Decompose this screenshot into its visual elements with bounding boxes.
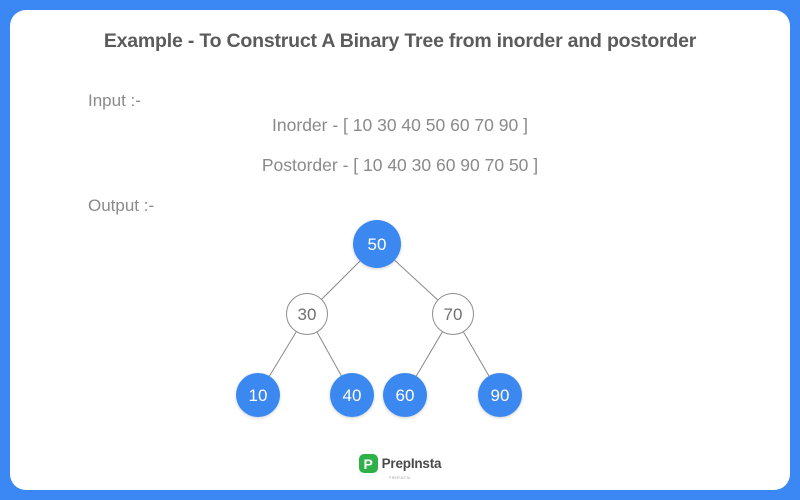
tree-edge: [268, 331, 297, 377]
prepinsta-logo-icon: P: [358, 454, 378, 473]
tree-edge: [321, 260, 361, 300]
tree-edge: [463, 331, 490, 377]
tree-node-90: 90: [478, 373, 522, 417]
tree-node-70: 70: [432, 293, 474, 335]
tree-node-label: 60: [395, 385, 415, 405]
tree-node-label: 40: [342, 385, 362, 405]
tree-edge: [394, 259, 438, 301]
tree-edge: [316, 332, 342, 377]
tree-node-30: 30: [286, 293, 328, 335]
tree-node-label: 90: [490, 385, 510, 405]
page-title: Example - To Construct A Binary Tree fro…: [103, 30, 697, 52]
prepinsta-logo-text: PrepInsta: [381, 456, 442, 471]
tree-edges: [268, 259, 490, 377]
output-label: Output :-: [88, 196, 155, 215]
prepinsta-logo: P PrepInsta: [10, 454, 790, 473]
prepinsta-logo-subtext: PREPINSTA: [389, 476, 411, 480]
tree-edge: [415, 331, 443, 377]
tree-node-60: 60: [383, 373, 427, 417]
inorder-sequence: Inorder - [ 10 30 40 50 60 70 90 ]: [272, 115, 528, 135]
tree-node-label: 10: [248, 385, 268, 405]
tree-node-10: 10: [236, 373, 280, 417]
binary-tree-diagram: 50 30 70 10 40 60 90: [10, 10, 790, 490]
logo-p-glyph: P: [363, 455, 373, 472]
tree-node-label: 30: [297, 304, 317, 324]
tree-node-50: 50: [353, 220, 401, 268]
content-card: Example - To Construct A Binary Tree fro…: [10, 10, 790, 490]
postorder-sequence: Postorder - [ 10 40 30 60 90 70 50 ]: [261, 155, 539, 175]
tree-node-40: 40: [330, 373, 374, 417]
tree-node-label: 70: [443, 304, 463, 324]
tree-node-label: 50: [367, 234, 387, 254]
input-label: Input :-: [88, 91, 141, 110]
